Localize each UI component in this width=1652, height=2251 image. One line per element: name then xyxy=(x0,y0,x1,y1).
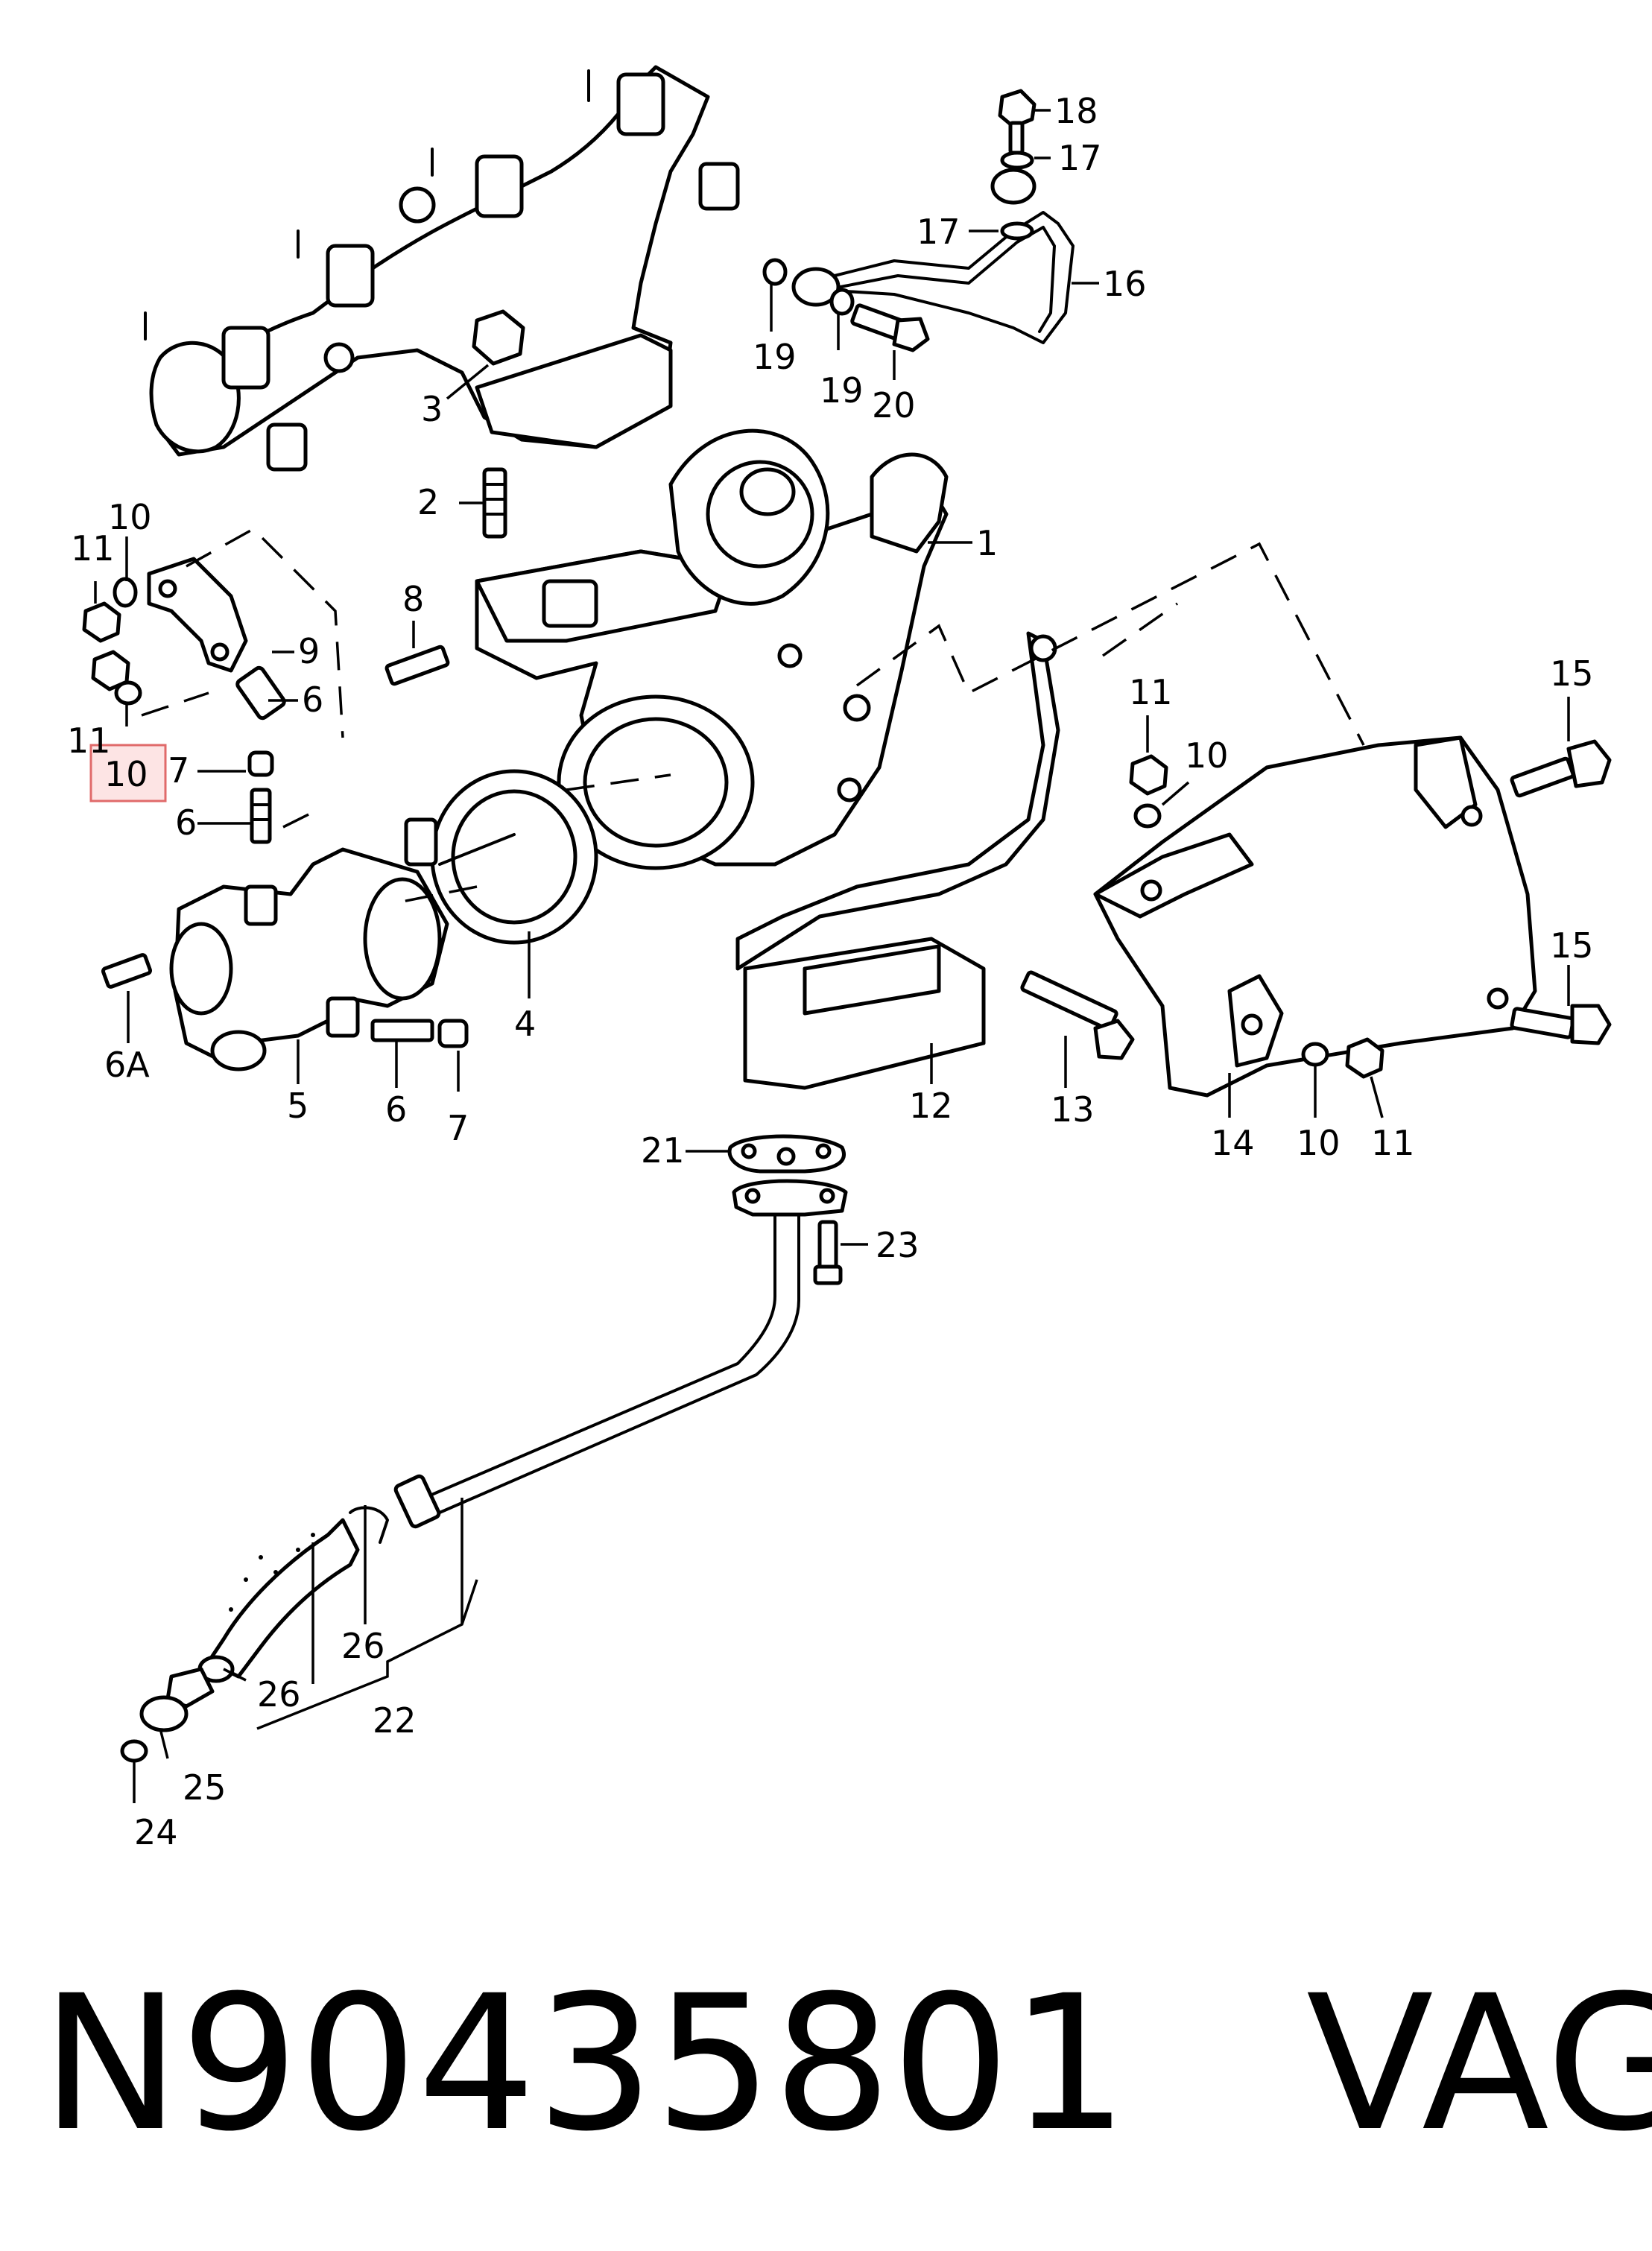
callout-10-bottom[interactable]: 10 xyxy=(1297,1123,1341,1163)
callout-6A[interactable]: 6A xyxy=(104,1045,150,1085)
callout-2[interactable]: 2 xyxy=(417,482,439,522)
oil-return-pipe-22 xyxy=(120,1213,800,1763)
callout-7-top[interactable]: 7 xyxy=(168,750,189,791)
callout-22[interactable]: 22 xyxy=(373,1700,417,1741)
callout-11-mid[interactable]: 11 xyxy=(67,721,111,761)
oil-feed-line-16 xyxy=(762,89,1075,352)
highlight-box xyxy=(89,744,167,802)
callout-26-lower[interactable]: 26 xyxy=(257,1674,301,1715)
callout-12[interactable]: 12 xyxy=(909,1086,953,1126)
right-fasteners xyxy=(1129,754,1384,1079)
turbocharger xyxy=(475,428,949,870)
callout-1[interactable]: 1 xyxy=(976,523,998,563)
callout-15-top[interactable]: 15 xyxy=(1550,653,1594,694)
elbow-5 xyxy=(169,847,449,1071)
callout-3[interactable]: 3 xyxy=(421,389,443,429)
bolt-13 xyxy=(1020,970,1135,1060)
callout-20[interactable]: 20 xyxy=(872,385,916,425)
callout-labels: 1 2 3 4 5 6 6 6 6A 7 7 8 9 10 10 10 10 1… xyxy=(67,91,1594,1852)
callout-11-right[interactable]: 11 xyxy=(1129,672,1173,712)
parts-diagram: 1 2 3 4 5 6 6 6 6A 7 7 8 9 10 10 10 10 1… xyxy=(67,65,1612,1852)
assembly-dash-lines xyxy=(141,527,1365,903)
heat-shield-14 xyxy=(1093,735,1537,1098)
callout-15-bottom[interactable]: 15 xyxy=(1550,925,1594,966)
callout-17-top[interactable]: 17 xyxy=(1058,138,1102,178)
part-number-footer: N90435801 VAG xyxy=(41,1952,1652,2176)
callout-26-upper[interactable]: 26 xyxy=(341,1626,385,1666)
exhaust-manifold xyxy=(144,65,740,472)
stud-2 xyxy=(482,467,507,539)
part-number: N90435801 xyxy=(41,1955,1129,2172)
callout-16[interactable]: 16 xyxy=(1103,264,1147,304)
callout-13[interactable]: 13 xyxy=(1051,1089,1095,1130)
oil-return-flange xyxy=(727,1134,848,1285)
left-fasteners xyxy=(82,577,469,1048)
callout-14[interactable]: 14 xyxy=(1211,1123,1255,1163)
clamp-4 xyxy=(404,769,598,945)
brand-name: VAG xyxy=(1306,1955,1652,2172)
bolts-15 xyxy=(1510,739,1612,1045)
callout-24[interactable]: 24 xyxy=(134,1812,178,1852)
callout-10-highlighted[interactable]: 10 xyxy=(104,754,148,794)
callout-25[interactable]: 25 xyxy=(183,1767,227,1808)
callout-10-top[interactable]: 10 xyxy=(108,497,152,537)
callout-18[interactable]: 18 xyxy=(1054,91,1098,131)
heat-shield-12 xyxy=(735,631,1060,1090)
callout-19-left[interactable]: 19 xyxy=(753,337,797,377)
callout-17-left[interactable]: 17 xyxy=(917,212,960,252)
leader-lines xyxy=(94,109,1570,1803)
callout-10-right[interactable]: 10 xyxy=(1185,735,1229,776)
callout-11-bottom[interactable]: 11 xyxy=(1371,1123,1415,1163)
callout-4[interactable]: 4 xyxy=(514,1004,536,1044)
callout-11-top[interactable]: 11 xyxy=(71,528,115,569)
callout-7-bottom[interactable]: 7 xyxy=(447,1108,469,1148)
callout-8[interactable]: 8 xyxy=(402,579,424,619)
callout-6-top[interactable]: 6 xyxy=(302,680,323,720)
callout-5[interactable]: 5 xyxy=(287,1086,308,1126)
callout-9[interactable]: 9 xyxy=(298,631,320,671)
callout-6-bottom[interactable]: 6 xyxy=(385,1089,407,1130)
callout-23[interactable]: 23 xyxy=(876,1225,920,1265)
callout-19-right[interactable]: 19 xyxy=(820,370,864,411)
callout-21[interactable]: 21 xyxy=(641,1130,685,1171)
bracket-9 xyxy=(147,557,248,673)
callout-6-mid[interactable]: 6 xyxy=(175,802,197,843)
